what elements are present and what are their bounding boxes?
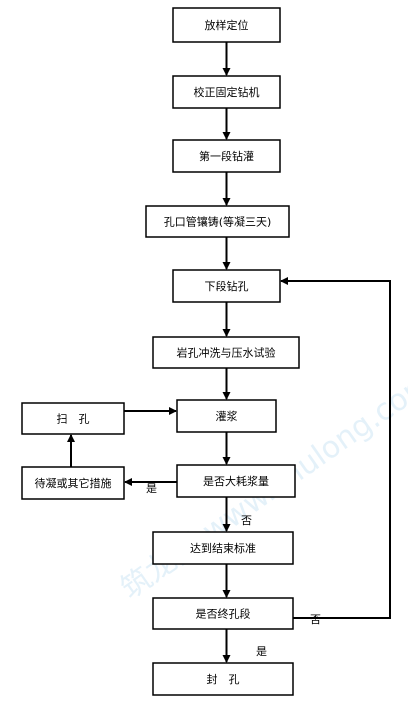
- node-final-stage-decision: 是否终孔段: [152, 597, 294, 630]
- node-label: 达到结束标准: [190, 541, 256, 555]
- arrow-loop-12-5: [280, 277, 391, 619]
- node-label: 放样定位: [205, 18, 249, 32]
- node-label: 扫 孔: [57, 413, 90, 426]
- node-first-stage-drilling: 第一段钻灌: [172, 139, 281, 173]
- edge-label-no-right: 否: [310, 613, 321, 626]
- node-label: 是否终孔段: [196, 607, 251, 621]
- node-seal-hole: 封 孔: [152, 662, 294, 696]
- node-grouting: 灌浆: [176, 399, 277, 433]
- node-layout-positioning: 放样定位: [172, 7, 281, 43]
- node-label: 孔口管镶铸(等凝三天): [164, 215, 272, 229]
- node-fix-drill-rig: 校正固定钻机: [172, 75, 281, 109]
- node-label: 下段钻孔: [205, 279, 249, 293]
- node-label: 是否大耗浆量: [203, 474, 269, 488]
- node-label: 封 孔: [207, 672, 240, 686]
- node-next-stage-drilling: 下段钻孔: [172, 269, 281, 303]
- node-flushing-water-test: 岩孔冲洗与压水试验: [152, 336, 300, 369]
- node-label: 灌浆: [216, 409, 238, 423]
- edge-label-yes-down: 是: [256, 645, 267, 658]
- node-large-consumption-decision: 是否大耗浆量: [176, 464, 296, 498]
- node-label: 待凝或其它措施: [35, 476, 112, 490]
- node-orifice-pipe: 孔口管镶铸(等凝三天): [145, 205, 290, 238]
- edge-label-yes-left: 是: [146, 482, 157, 495]
- node-sweep-hole: 扫 孔: [21, 402, 125, 435]
- node-label: 第一段钻灌: [199, 149, 254, 163]
- node-end-standard: 达到结束标准: [152, 531, 294, 565]
- node-label: 岩孔冲洗与压水试验: [177, 346, 276, 360]
- node-label: 校正固定钻机: [194, 85, 260, 99]
- edge-label-no-down: 否: [241, 514, 252, 527]
- node-wait-or-other: 待凝或其它措施: [21, 466, 125, 500]
